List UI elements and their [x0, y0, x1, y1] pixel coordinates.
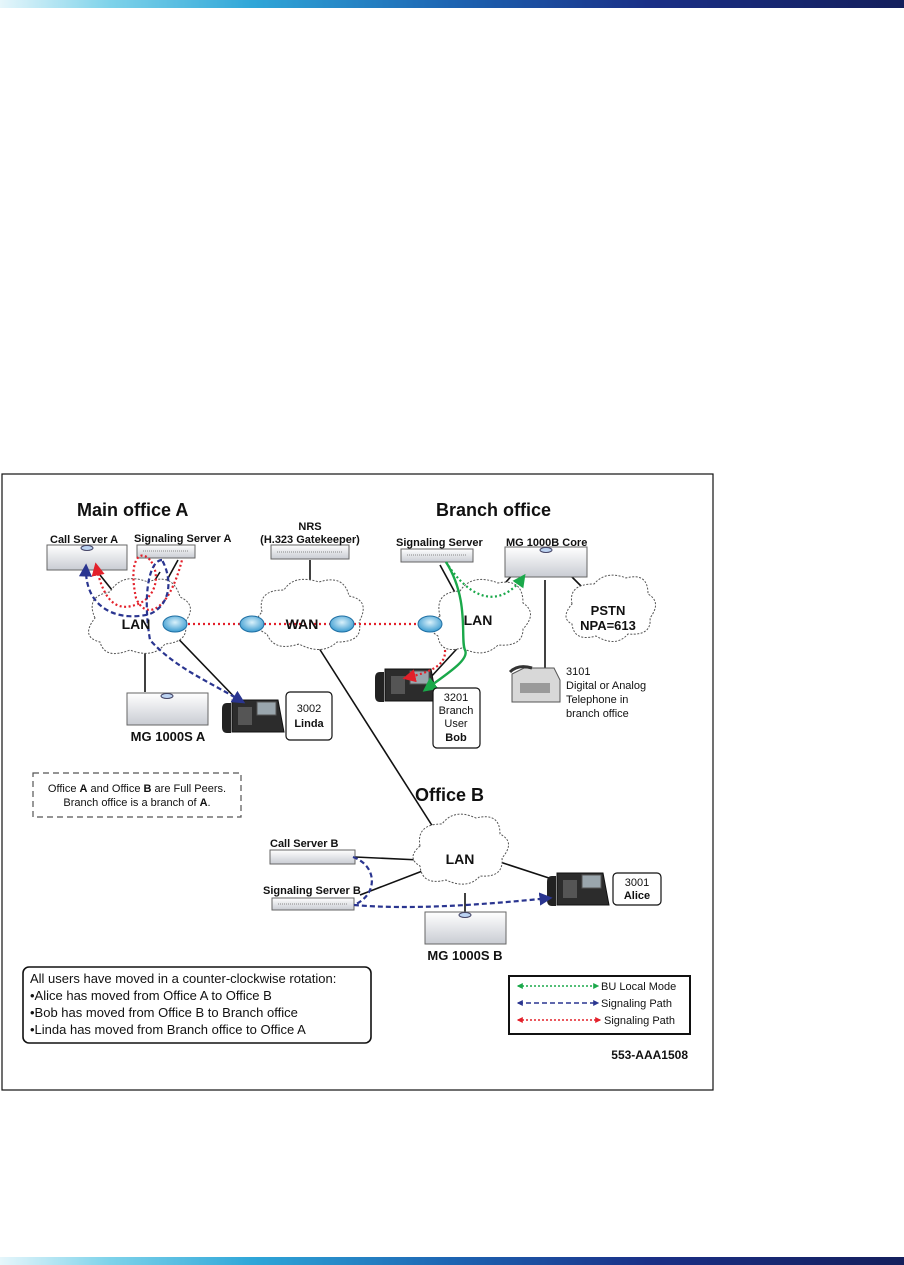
- lan-branch-label: LAN: [464, 612, 493, 628]
- call-server-a-label: Call Server A: [50, 534, 118, 546]
- footer-gradient-bar: [0, 1257, 904, 1265]
- legend-label: BU Local Mode: [601, 981, 676, 993]
- router-wan-east-icon: [329, 615, 355, 633]
- ip-phone-linda-icon: [222, 699, 285, 733]
- blue-signaling-paths: [78, 558, 553, 909]
- bob-extension: 3201: [444, 692, 468, 704]
- cloud-lan-b: [412, 813, 509, 885]
- legend-label: Signaling Path: [601, 998, 672, 1010]
- green-solid-path: [422, 561, 467, 692]
- lan-a-label: LAN: [122, 616, 151, 632]
- bob-user: User: [444, 718, 468, 730]
- cloud-wan: [256, 578, 364, 650]
- signaling-server-a-label: Signaling Server A: [134, 533, 231, 545]
- linda-callout: [285, 691, 333, 741]
- office-b-title: Office B: [415, 785, 484, 805]
- analog-line3: branch office: [566, 708, 629, 720]
- rotation-note-item: •Bob has moved from Office B to Branch o…: [30, 1005, 298, 1020]
- rotation-note-box: [22, 966, 372, 1044]
- call-server-b-icon: [269, 849, 356, 865]
- call-server-b-label: Call Server B: [270, 838, 339, 850]
- lan-b-label: LAN: [446, 851, 475, 867]
- signaling-server-b-label: Signaling Server B: [263, 885, 361, 897]
- pstn-npa-label: NPA=613: [580, 618, 636, 633]
- rotation-note-title: All users have moved in a counter-clockw…: [30, 971, 336, 986]
- alice-extension: 3001: [625, 877, 649, 889]
- analog-extension: 3101: [566, 666, 590, 678]
- figure-id: 553-AAA1508: [611, 1048, 688, 1062]
- mg-1000s-b-label: MG 1000S B: [427, 948, 502, 963]
- analog-line1: Digital or Analog: [566, 680, 646, 692]
- branch-signaling-server-label: Signaling Server: [396, 537, 484, 549]
- branch-office-title: Branch office: [436, 500, 551, 520]
- header-gradient-bar: [0, 0, 904, 8]
- alice-callout: [612, 872, 662, 906]
- rotation-note-item: •Alice has moved from Office A to Office…: [30, 988, 272, 1003]
- rotation-note-item: •Linda has moved from Branch office to O…: [30, 1022, 306, 1037]
- router-a-icon: [162, 615, 188, 633]
- red-signaling-paths: [91, 554, 447, 683]
- nrs-gatekeeper-label: (H.323 Gatekeeper): [260, 534, 360, 546]
- mg-1000s-a-label: MG 1000S A: [131, 729, 206, 744]
- router-wan-west-icon: [239, 615, 265, 633]
- router-branch-icon: [417, 615, 443, 633]
- peers-note-box: [32, 772, 242, 818]
- analog-line2: Telephone in: [566, 694, 628, 706]
- legend-label: Signaling Path: [604, 1015, 675, 1027]
- mg-1000b-core-label: MG 1000B Core: [506, 537, 587, 549]
- bob-callout: [432, 687, 481, 749]
- nrs-label: NRS: [298, 521, 321, 533]
- linda-name: Linda: [294, 718, 324, 730]
- main-office-title: Main office A: [77, 500, 188, 520]
- ip-phone-alice-icon: [547, 872, 610, 906]
- peers-note-line1: Office A and Office B are Full Peers.: [48, 783, 226, 795]
- cloud-pstn: [565, 574, 656, 642]
- cloud-lan-branch: [431, 578, 531, 654]
- pstn-label: PSTN: [591, 603, 626, 618]
- analog-phone-icon: [508, 665, 561, 703]
- wan-label: WAN: [286, 616, 319, 632]
- bob-name: Bob: [445, 732, 467, 744]
- alice-name: Alice: [624, 890, 650, 902]
- routers: [162, 615, 443, 633]
- peers-note-line2: Branch office is a branch of A.: [63, 797, 210, 809]
- linda-extension: 3002: [297, 703, 321, 715]
- bob-branch: Branch: [439, 705, 474, 717]
